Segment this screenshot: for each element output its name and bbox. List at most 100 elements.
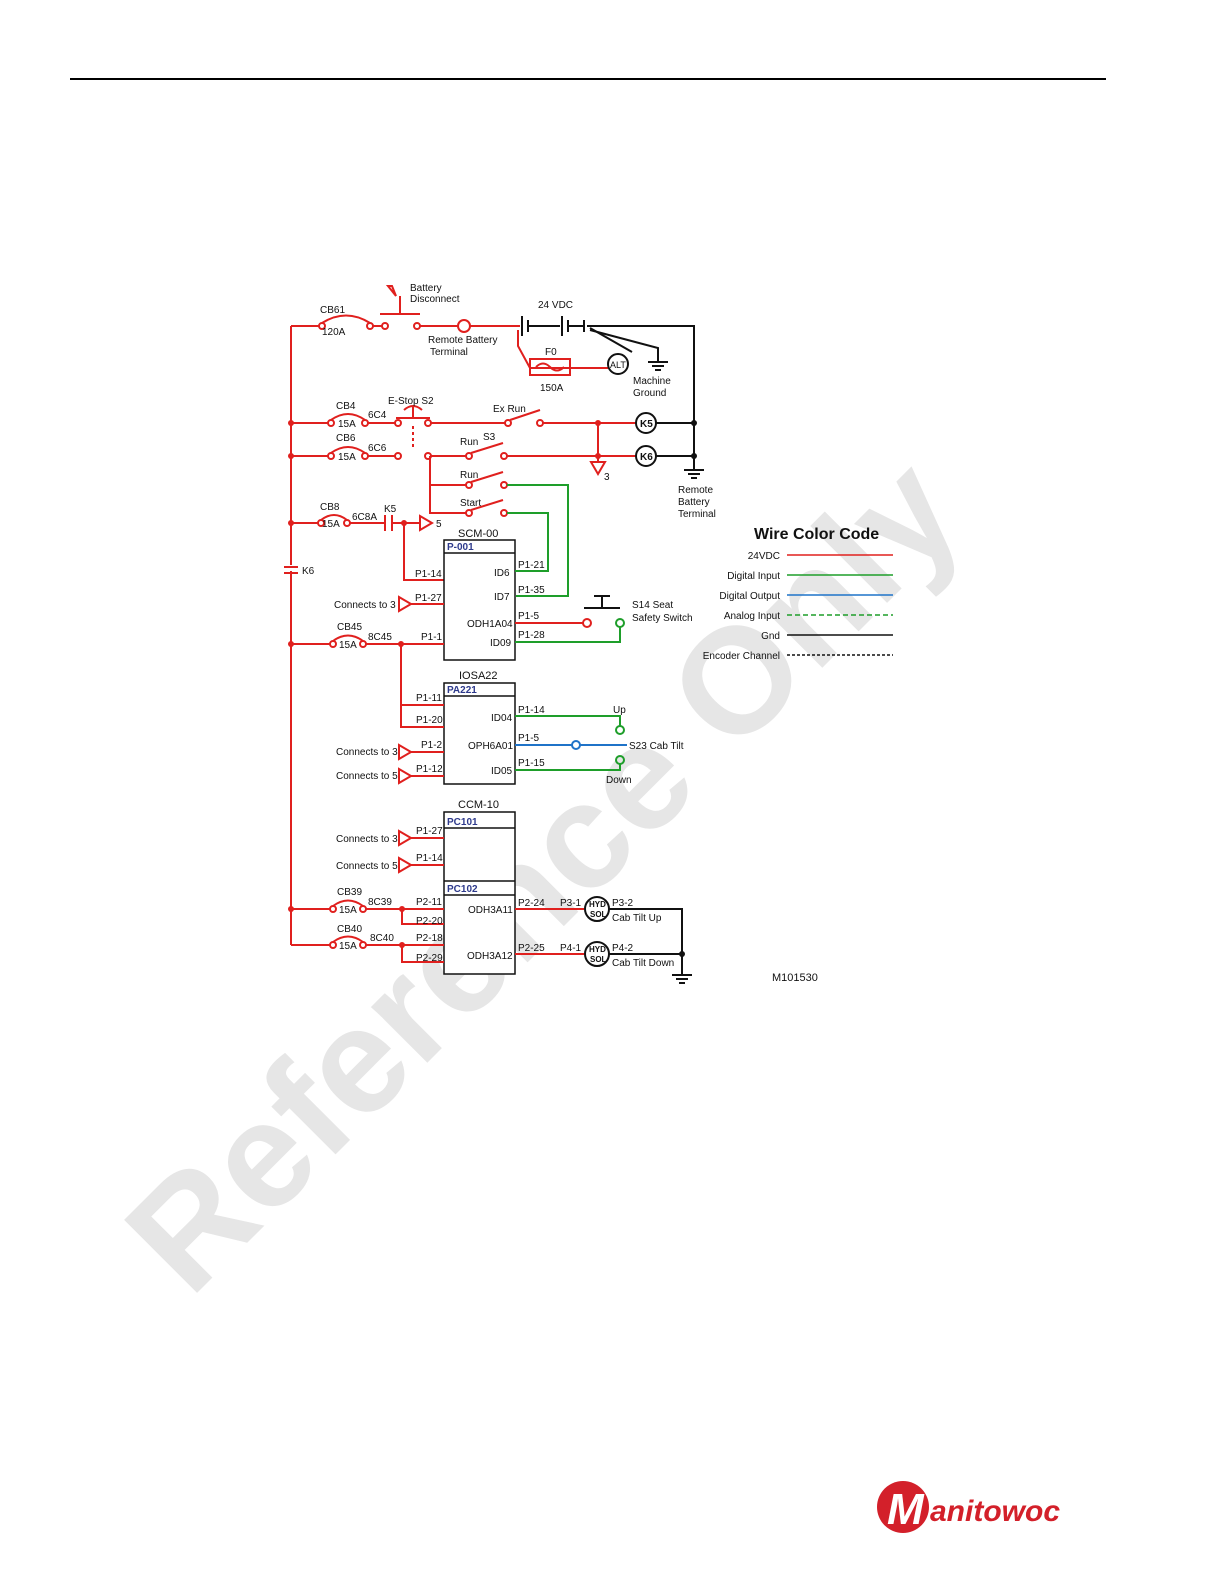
iosa-p1-12-label: P1-12 — [416, 764, 443, 775]
ccm-connects-to-3-arrow — [398, 829, 413, 847]
wire-8c39-label: 8C39 — [368, 897, 392, 908]
run-label-2: Run — [460, 470, 478, 481]
connector-5-label: 5 — [436, 519, 442, 530]
scm-p1-14-label: P1-14 — [415, 569, 442, 580]
cb45-breaker — [329, 634, 367, 648]
legend-encoder-label: Encoder Channel — [703, 651, 780, 662]
ccm-connects-to-5-label: Connects to 5 — [336, 861, 398, 872]
ccm-p2-24-label: P2-24 — [518, 898, 545, 909]
machine-ground-label-2: Ground — [633, 388, 666, 399]
cb6-rating: 15A — [338, 452, 356, 463]
battery-disconnect-label-2: Disconnect — [410, 294, 460, 305]
legend-analog-input-label: Analog Input — [724, 611, 780, 622]
iosa-connects-to-3-label: Connects to 3 — [336, 747, 398, 758]
iosa-connects-to-3-arrow — [398, 743, 413, 761]
wire-8c40-label: 8C40 — [370, 933, 394, 944]
ccm-p2-11-label: P2-11 — [416, 897, 442, 908]
cb39-rating: 15A — [339, 905, 357, 916]
scm-p1-1-label: P1-1 — [421, 632, 443, 643]
ccm-p2-29-label: P2-29 — [416, 953, 443, 964]
s14-label-2: Safety Switch — [632, 613, 693, 624]
ccm-p1-27-label: P1-27 — [416, 826, 443, 837]
s14-label-1: S14 Seat — [632, 600, 673, 611]
k6-bus-contact-label: K6 — [302, 566, 315, 577]
wire-color-legend: Wire Color Code 24VDC Digital Input Digi… — [703, 526, 893, 662]
connector-3-symbol — [589, 461, 607, 476]
brand-wordmark: anitowoc — [930, 1495, 1060, 1528]
scm-p1-28-label: P1-28 — [518, 630, 545, 641]
header-rule — [70, 78, 1106, 80]
cb40-label: CB40 — [337, 924, 362, 935]
cab-tilt-down-position-label: Down — [606, 775, 632, 786]
scm-p1-5-label: P1-5 — [518, 611, 540, 622]
cb61-rating: 120A — [322, 327, 346, 338]
k5-label: K5 — [640, 419, 653, 430]
machine-ground-label-1: Machine — [633, 376, 671, 387]
s3-label: S3 — [483, 432, 496, 443]
alternator — [607, 353, 629, 375]
scm-p1-27-label: P1-27 — [415, 593, 442, 604]
wire-6c6-label: 6C6 — [368, 443, 387, 454]
logo-circle-mark — [877, 1481, 929, 1533]
estop-s2-switch — [394, 405, 432, 448]
connector-3-label: 3 — [604, 472, 610, 483]
iosa-p1-14-label: P1-14 — [518, 705, 545, 716]
legend-gnd-label: Gnd — [761, 631, 780, 642]
k5-contact — [384, 515, 393, 531]
legend-24vdc-label: 24VDC — [748, 551, 780, 562]
scm-connector-p001: P-001 — [447, 542, 474, 553]
sol1-sol: SOL — [590, 910, 607, 919]
ccm-connector-pc102: PC102 — [447, 884, 478, 895]
alternator-label: ALT — [610, 360, 626, 370]
legend-digital-output-label: Digital Output — [719, 591, 780, 602]
remote-terminal-ground — [684, 469, 704, 479]
scm-p1-21-label: P1-21 — [518, 560, 545, 571]
scm-id6-label: ID6 — [494, 568, 510, 579]
cb4-label: CB4 — [336, 401, 356, 412]
k6-bus-contact — [284, 565, 298, 574]
connector-5-symbol — [419, 514, 434, 532]
sol2-sol: SOL — [590, 955, 607, 964]
ccm-module-title: CCM-10 — [458, 799, 499, 811]
p3-2-label: P3-2 — [612, 898, 634, 909]
svg-text:M: M — [887, 1485, 925, 1534]
iosa-p1-15-label: P1-15 — [518, 758, 545, 769]
ccm-p2-20-label: P2-20 — [416, 916, 443, 927]
ccm-connects-to-3-label: Connects to 3 — [336, 834, 398, 845]
p4-1-label: P4-1 — [560, 943, 582, 954]
sol2-hyd: HYD — [589, 945, 606, 954]
remote-battery-label-1: Remote Battery — [428, 335, 497, 346]
cb40-breaker — [329, 935, 367, 949]
battery-disconnect-label-1: Battery — [410, 283, 442, 294]
cb8-rating: 15A — [322, 519, 340, 530]
cab-tilt-up-label: Cab Tilt Up — [612, 913, 662, 924]
ccm-p1-14-label: P1-14 — [416, 853, 443, 864]
p4-2-label: P4-2 — [612, 943, 634, 954]
legend-digital-input-label: Digital Input — [727, 571, 780, 582]
cb8-label: CB8 — [320, 502, 340, 513]
ccm-connects-to-5-arrow — [398, 856, 413, 874]
scm-module — [443, 539, 516, 661]
f0-fuse — [529, 358, 571, 376]
iosa-oph6a01-label: OPH6A01 — [468, 741, 513, 752]
cb39-label: CB39 — [337, 887, 362, 898]
sol1-hyd: HYD — [589, 900, 606, 909]
cb45-label: CB45 — [337, 622, 362, 633]
start-label: Start — [460, 498, 481, 509]
run-digital-input-wire — [507, 484, 569, 597]
cab-tilt-down-label: Cab Tilt Down — [612, 958, 674, 969]
cb40-rating: 15A — [339, 941, 357, 952]
scm-module-title: SCM-00 — [458, 528, 498, 540]
iosa-connects-to-5-arrow — [398, 767, 413, 785]
wire-8c45-label: 8C45 — [368, 632, 392, 643]
remote-terminal-label-1: Remote — [678, 485, 713, 496]
ccm-connector-pc101: PC101 — [447, 817, 478, 828]
scm-id09-label: ID09 — [490, 638, 512, 649]
iosa-connects-to-5-label: Connects to 5 — [336, 771, 398, 782]
iosa-p1-20-label: P1-20 — [416, 715, 443, 726]
ccm-module — [443, 811, 516, 975]
ccm-p2-25-label: P2-25 — [518, 943, 545, 954]
s14-seat-safety-switch — [584, 595, 620, 609]
figure-id: M101530 — [772, 972, 818, 984]
cb6-breaker — [327, 446, 369, 460]
